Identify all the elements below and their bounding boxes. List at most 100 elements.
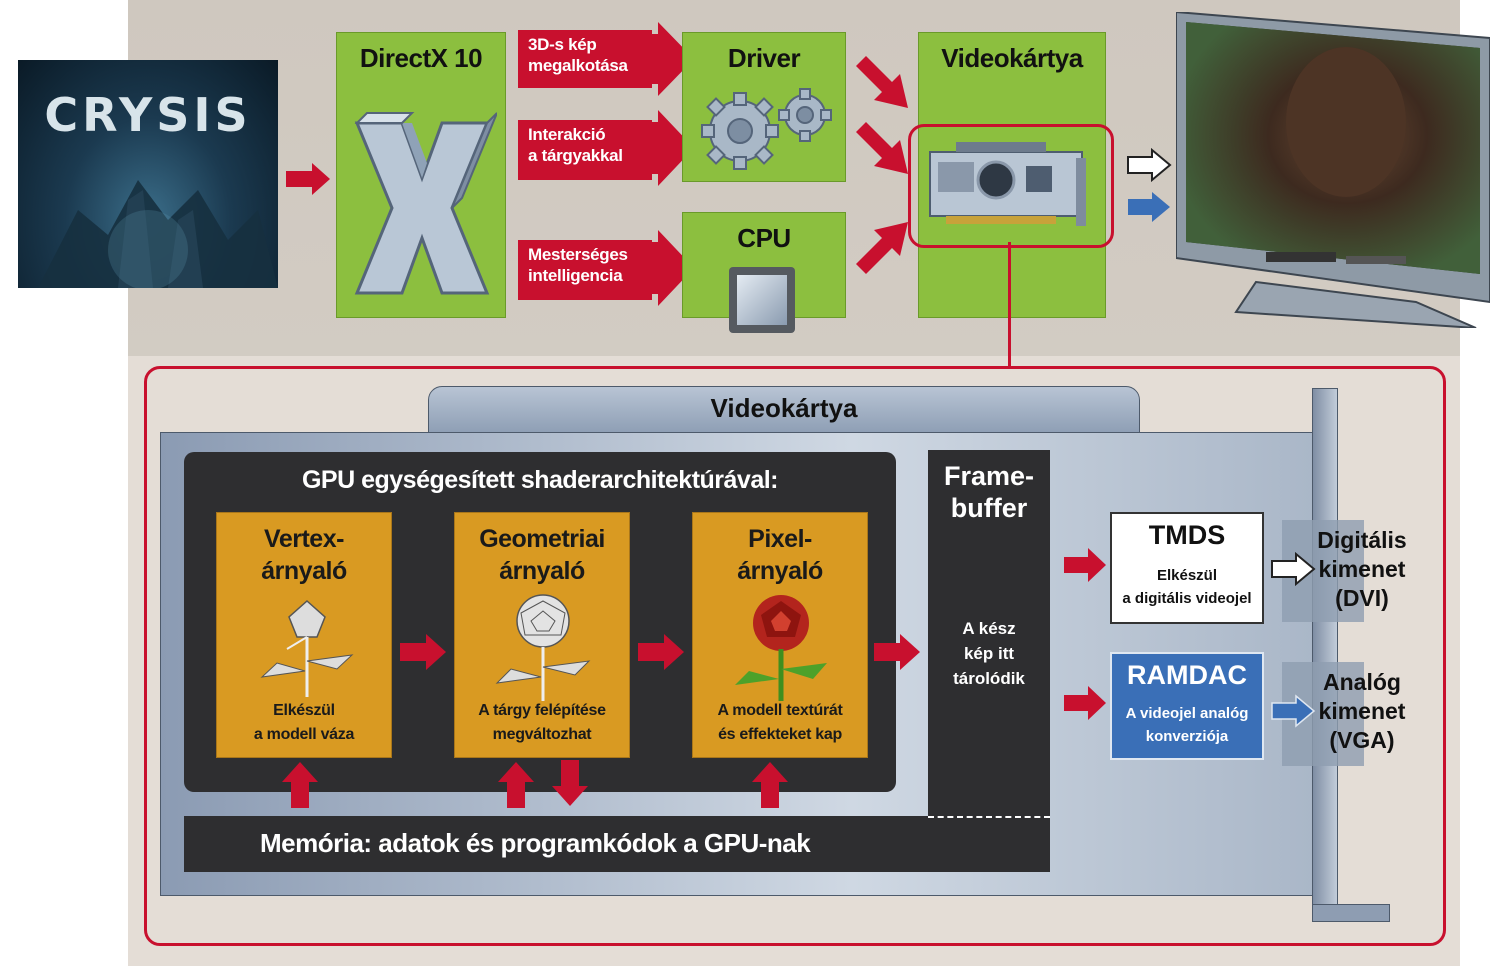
geometry-cap-line2: megváltozhat — [492, 726, 592, 743]
digital-out-line2: kimenet — [1318, 556, 1406, 582]
arrow-diagonal-icon — [856, 122, 908, 174]
arrow-right-icon — [646, 230, 694, 306]
arrow-blue-icon — [1128, 192, 1170, 222]
label-ai-line2: intelligencia — [528, 266, 623, 285]
ramdac-sub-line2: konverziója — [1145, 728, 1229, 745]
arrow-right-icon — [1064, 686, 1106, 720]
arrow-down-icon — [552, 760, 588, 806]
crysis-scene-image — [38, 180, 278, 288]
arrow-diagonal-icon — [856, 56, 908, 108]
geometry-title-line2: árnyaló — [499, 557, 585, 585]
gears-icon — [701, 88, 832, 170]
label-interaction-line2: a tárgyakkal — [528, 146, 623, 165]
wireframe-rose-icon — [260, 599, 354, 697]
connector-line — [1008, 242, 1011, 368]
driver-title: Driver — [727, 43, 801, 73]
digital-output-label: Digitális kimenet (DVI) — [1312, 526, 1412, 613]
framebuffer-text-line1: A kész — [962, 619, 1016, 638]
pixel-cap-line2: és effekteket kap — [718, 726, 842, 743]
tmds-subtitle: Elkészül a digitális videojel — [1112, 564, 1262, 610]
gpu-title: GPU egységesített shaderarchitektúrával: — [301, 466, 779, 494]
memory-divider — [928, 816, 1050, 818]
pixel-title-line2: árnyaló — [737, 557, 823, 585]
tmds-sub-line2: a digitális videojel — [1122, 590, 1252, 607]
analog-out-line3: (VGA) — [1329, 727, 1395, 753]
label-interaction-line1: Interakció — [528, 125, 606, 144]
analog-out-line1: Analóg — [1323, 669, 1401, 695]
vertex-shader-caption: Elkészül a modell váza — [217, 699, 391, 747]
arrow-right-icon — [646, 110, 694, 186]
arrow-right-icon — [646, 22, 694, 96]
arrow-white-icon — [1127, 148, 1172, 182]
ramdac-title: RAMDAC — [1127, 660, 1247, 690]
arrow-right-icon — [1064, 548, 1106, 582]
arrow-white-icon — [1271, 552, 1316, 586]
framebuffer-box: Frame- buffer A kész kép itt tárolódik — [928, 450, 1050, 816]
framebuffer-title-line2: buffer — [950, 493, 1028, 523]
graphics-card-icon — [929, 142, 1086, 226]
arrow-right-icon — [874, 634, 920, 670]
arrow-up-icon — [498, 762, 534, 808]
pixel-shader-caption: A modell textúrát és effekteket kap — [693, 699, 867, 747]
label-ai-line1: Mesterséges — [528, 245, 628, 264]
cpu-title: CPU — [737, 223, 791, 253]
framebuffer-text-line2: kép itt — [963, 644, 1015, 663]
vertex-title-line2: árnyaló — [261, 557, 347, 585]
memory-bar: Memória: adatok és programkódok a GPU-na… — [184, 816, 1050, 872]
tmds-box: TMDS Elkészül a digitális videojel — [1110, 512, 1264, 624]
geometry-shader-caption: A tárgy felépítése megváltozhat — [455, 699, 629, 747]
pixel-shader-box: Pixel- árnyaló A modell textúrát és effe… — [692, 512, 868, 758]
vertex-shader-title: Vertex- árnyaló — [217, 523, 391, 587]
vertex-title-line1: Vertex- — [264, 525, 344, 553]
analog-out-line2: kimenet — [1318, 698, 1406, 724]
ramdac-box: RAMDAC A videojel analóg konverziója — [1110, 652, 1264, 760]
arrow-right-icon — [400, 634, 446, 670]
arrow-up-icon — [282, 762, 318, 808]
label-3d-line2: megalkotása — [528, 56, 628, 75]
label-interaction-box: Interakció a tárgyakkal — [518, 120, 652, 180]
label-ai-box: Mesterséges intelligencia — [518, 240, 652, 300]
label-3d-line1: 3D-s kép — [528, 35, 597, 54]
tmds-title: TMDS — [1148, 520, 1226, 550]
vertex-cap-line2: a modell váza — [253, 726, 355, 743]
ramdac-sub-line1: A videojel analóg — [1125, 705, 1249, 722]
geometry-title-line1: Geometriai — [479, 525, 605, 553]
crysis-logo: CRYSIS — [44, 88, 252, 142]
vertex-shader-box: Vertex- árnyaló Elkészül a modell váza — [216, 512, 392, 758]
detail-frame — [144, 366, 1446, 946]
cpu-box: CPU — [682, 212, 846, 333]
framebuffer-title: Frame- buffer — [928, 460, 1050, 524]
pixel-title-line1: Pixel- — [748, 525, 812, 553]
driver-box: Driver — [682, 32, 846, 182]
pixel-cap-line1: A modell textúrát — [717, 702, 843, 719]
textured-rose-icon — [735, 595, 827, 701]
arrow-right-icon — [638, 634, 684, 670]
videocard-highlight — [908, 124, 1114, 248]
videocard-tab-title: Videokártya — [710, 393, 858, 423]
memory-label: Memória: adatok és programkódok a GPU-na… — [260, 828, 811, 858]
arrow-blue-icon — [1271, 694, 1316, 728]
pixel-shader-title: Pixel- árnyaló — [693, 523, 867, 587]
directx-title: DirectX 10 — [359, 43, 483, 73]
digital-out-line1: Digitális — [1317, 527, 1407, 553]
wireframe-rose-detailed-icon — [495, 594, 591, 701]
label-3d-image-box: 3D-s kép megalkotása — [518, 30, 652, 88]
geometry-shader-box: Geometriai árnyaló A tárgy felépítése me… — [454, 512, 630, 758]
monitor-icon — [1176, 12, 1490, 328]
arrow-diagonal-up-icon — [856, 222, 908, 274]
analog-output-label: Analóg kimenet (VGA) — [1312, 668, 1412, 755]
framebuffer-title-line1: Frame- — [943, 461, 1035, 491]
geometry-shader-title: Geometriai árnyaló — [455, 523, 629, 587]
digital-out-line3: (DVI) — [1335, 585, 1389, 611]
card-bracket — [1312, 388, 1338, 922]
vertex-cap-line1: Elkészül — [273, 702, 335, 719]
arrow-up-icon — [752, 762, 788, 808]
tmds-sub-line1: Elkészül — [1156, 567, 1218, 584]
ramdac-subtitle: A videojel analóg konverziója — [1112, 702, 1262, 748]
videocard-title: Videokártya — [941, 43, 1083, 73]
framebuffer-text-line3: tárolódik — [953, 669, 1025, 688]
crysis-cover: CRYSIS — [18, 60, 278, 288]
card-bracket-foot — [1312, 904, 1390, 922]
arrow-right-icon — [286, 163, 330, 195]
directx-x-logo-icon — [354, 112, 497, 295]
